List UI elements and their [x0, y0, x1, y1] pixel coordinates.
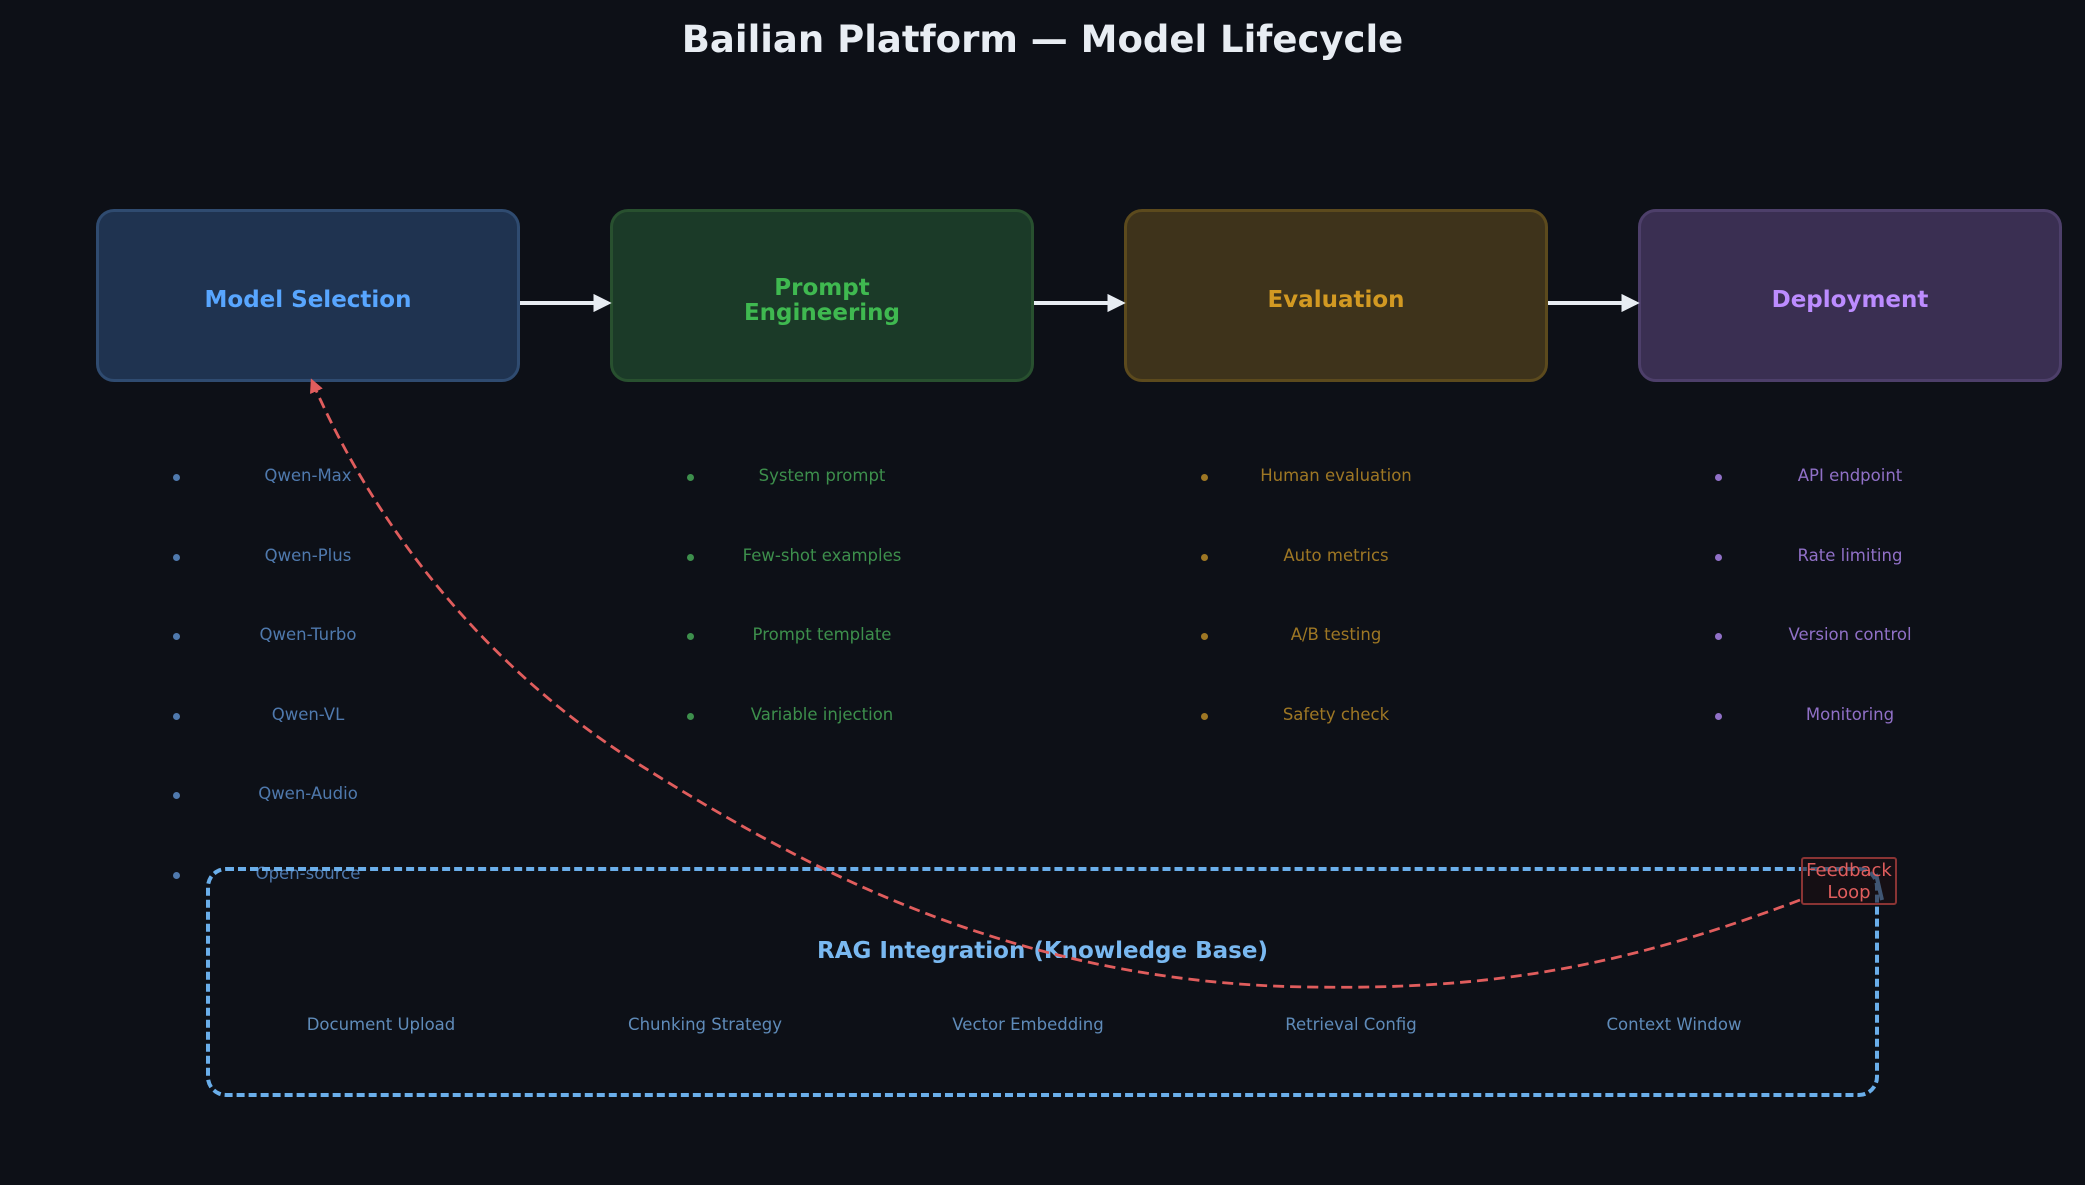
stage-label-model-selection: Model Selection	[204, 287, 412, 314]
list-item: API endpoint	[1638, 458, 2062, 538]
list-item: Qwen-Plus	[96, 538, 520, 618]
bullet-icon	[173, 792, 180, 799]
list-item-text: Qwen-Plus	[264, 545, 352, 565]
list-item-text: Human evaluation	[1260, 466, 1412, 485]
list-item: Qwen-Audio	[96, 776, 520, 856]
list-item: Qwen-Max	[96, 458, 520, 538]
rag-item-context-window: Context Window	[1606, 1015, 1742, 1034]
list-item-text: Prompt template	[752, 625, 892, 644]
list-item: Prompt template	[610, 617, 1034, 697]
list-item: Safety check	[1124, 697, 1548, 777]
stage-deployment: Deployment	[1638, 209, 2062, 382]
list-item: Qwen-Turbo	[96, 617, 520, 697]
list-item: Auto metrics	[1124, 538, 1548, 618]
bullet-icon	[173, 633, 180, 640]
list-item-text: Rate limiting	[1797, 545, 1903, 565]
feedback-loop-text: Loop	[1827, 882, 1871, 903]
list-item-text: Auto metrics	[1283, 545, 1389, 565]
rag-container	[206, 867, 1879, 1097]
bullet-icon	[173, 871, 180, 879]
list-item-text: A/B testing	[1290, 625, 1382, 644]
bullet-icon	[173, 712, 180, 720]
rag-item-vector-embedding: Vector Embedding	[952, 1015, 1104, 1034]
feedback-loop-label: Feedback Loop	[1801, 857, 1897, 905]
list-item: System prompt	[610, 458, 1034, 538]
list-item: A/B testing	[1124, 617, 1548, 697]
rag-title: RAG Integration (Knowledge Base)	[817, 938, 1268, 964]
stage-prompt-engineering: Prompt Engineering	[610, 209, 1034, 382]
stage-model-selection: Model Selection	[96, 209, 520, 382]
list-item: Few-shot examples	[610, 538, 1034, 618]
rag-item-chunking-strategy: Chunking Strategy	[628, 1015, 782, 1034]
stage-label-deployment: Deployment	[1771, 287, 1929, 314]
list-item-text: Safety check	[1282, 704, 1390, 724]
feedback-loop-text: Feedback	[1806, 860, 1892, 881]
list-item-text: Qwen-Max	[264, 466, 352, 485]
list-item: Version control	[1638, 617, 2062, 697]
bullet-icon	[173, 553, 180, 561]
list-item-text: Qwen-Turbo	[259, 625, 357, 644]
list-item: Rate limiting	[1638, 538, 2062, 618]
bullet-icon	[173, 474, 180, 481]
list-item-text: Variable injection	[750, 704, 894, 724]
stage-evaluation: Evaluation	[1124, 209, 1548, 382]
list-item: Qwen-VL	[96, 697, 520, 777]
stage-label-evaluation: Evaluation	[1267, 287, 1405, 314]
list-item-text: Qwen-Audio	[258, 784, 358, 803]
list-item-text: Monitoring	[1805, 704, 1895, 724]
list-item-text: Few-shot examples	[742, 545, 902, 565]
list-item-text: System prompt	[758, 466, 886, 485]
list-item-text: Version control	[1788, 625, 1912, 644]
list-item: Human evaluation	[1124, 458, 1548, 538]
list-item: Variable injection	[610, 697, 1034, 777]
deployment-list: API endpoint Rate limiting Version contr…	[1638, 458, 2062, 776]
rag-item-retrieval-config: Retrieval Config	[1285, 1015, 1417, 1034]
rag-item-document-upload: Document Upload	[306, 1015, 456, 1034]
diagram-title: Bailian Platform — Model Lifecycle	[681, 18, 1404, 61]
evaluation-list: Human evaluation Auto metrics A/B testin…	[1124, 458, 1548, 776]
prompt-engineering-list: System prompt Few-shot examples Prompt t…	[610, 458, 1034, 776]
model-selection-list: Qwen-Max Qwen-Plus Qwen-Turbo Qwen-VL Qw…	[96, 458, 520, 935]
stage-label-prompt-engineering: Prompt Engineering	[743, 275, 901, 326]
list-item: Monitoring	[1638, 697, 2062, 777]
list-item-text: Qwen-VL	[271, 704, 345, 724]
list-item-text: API endpoint	[1797, 466, 1903, 485]
